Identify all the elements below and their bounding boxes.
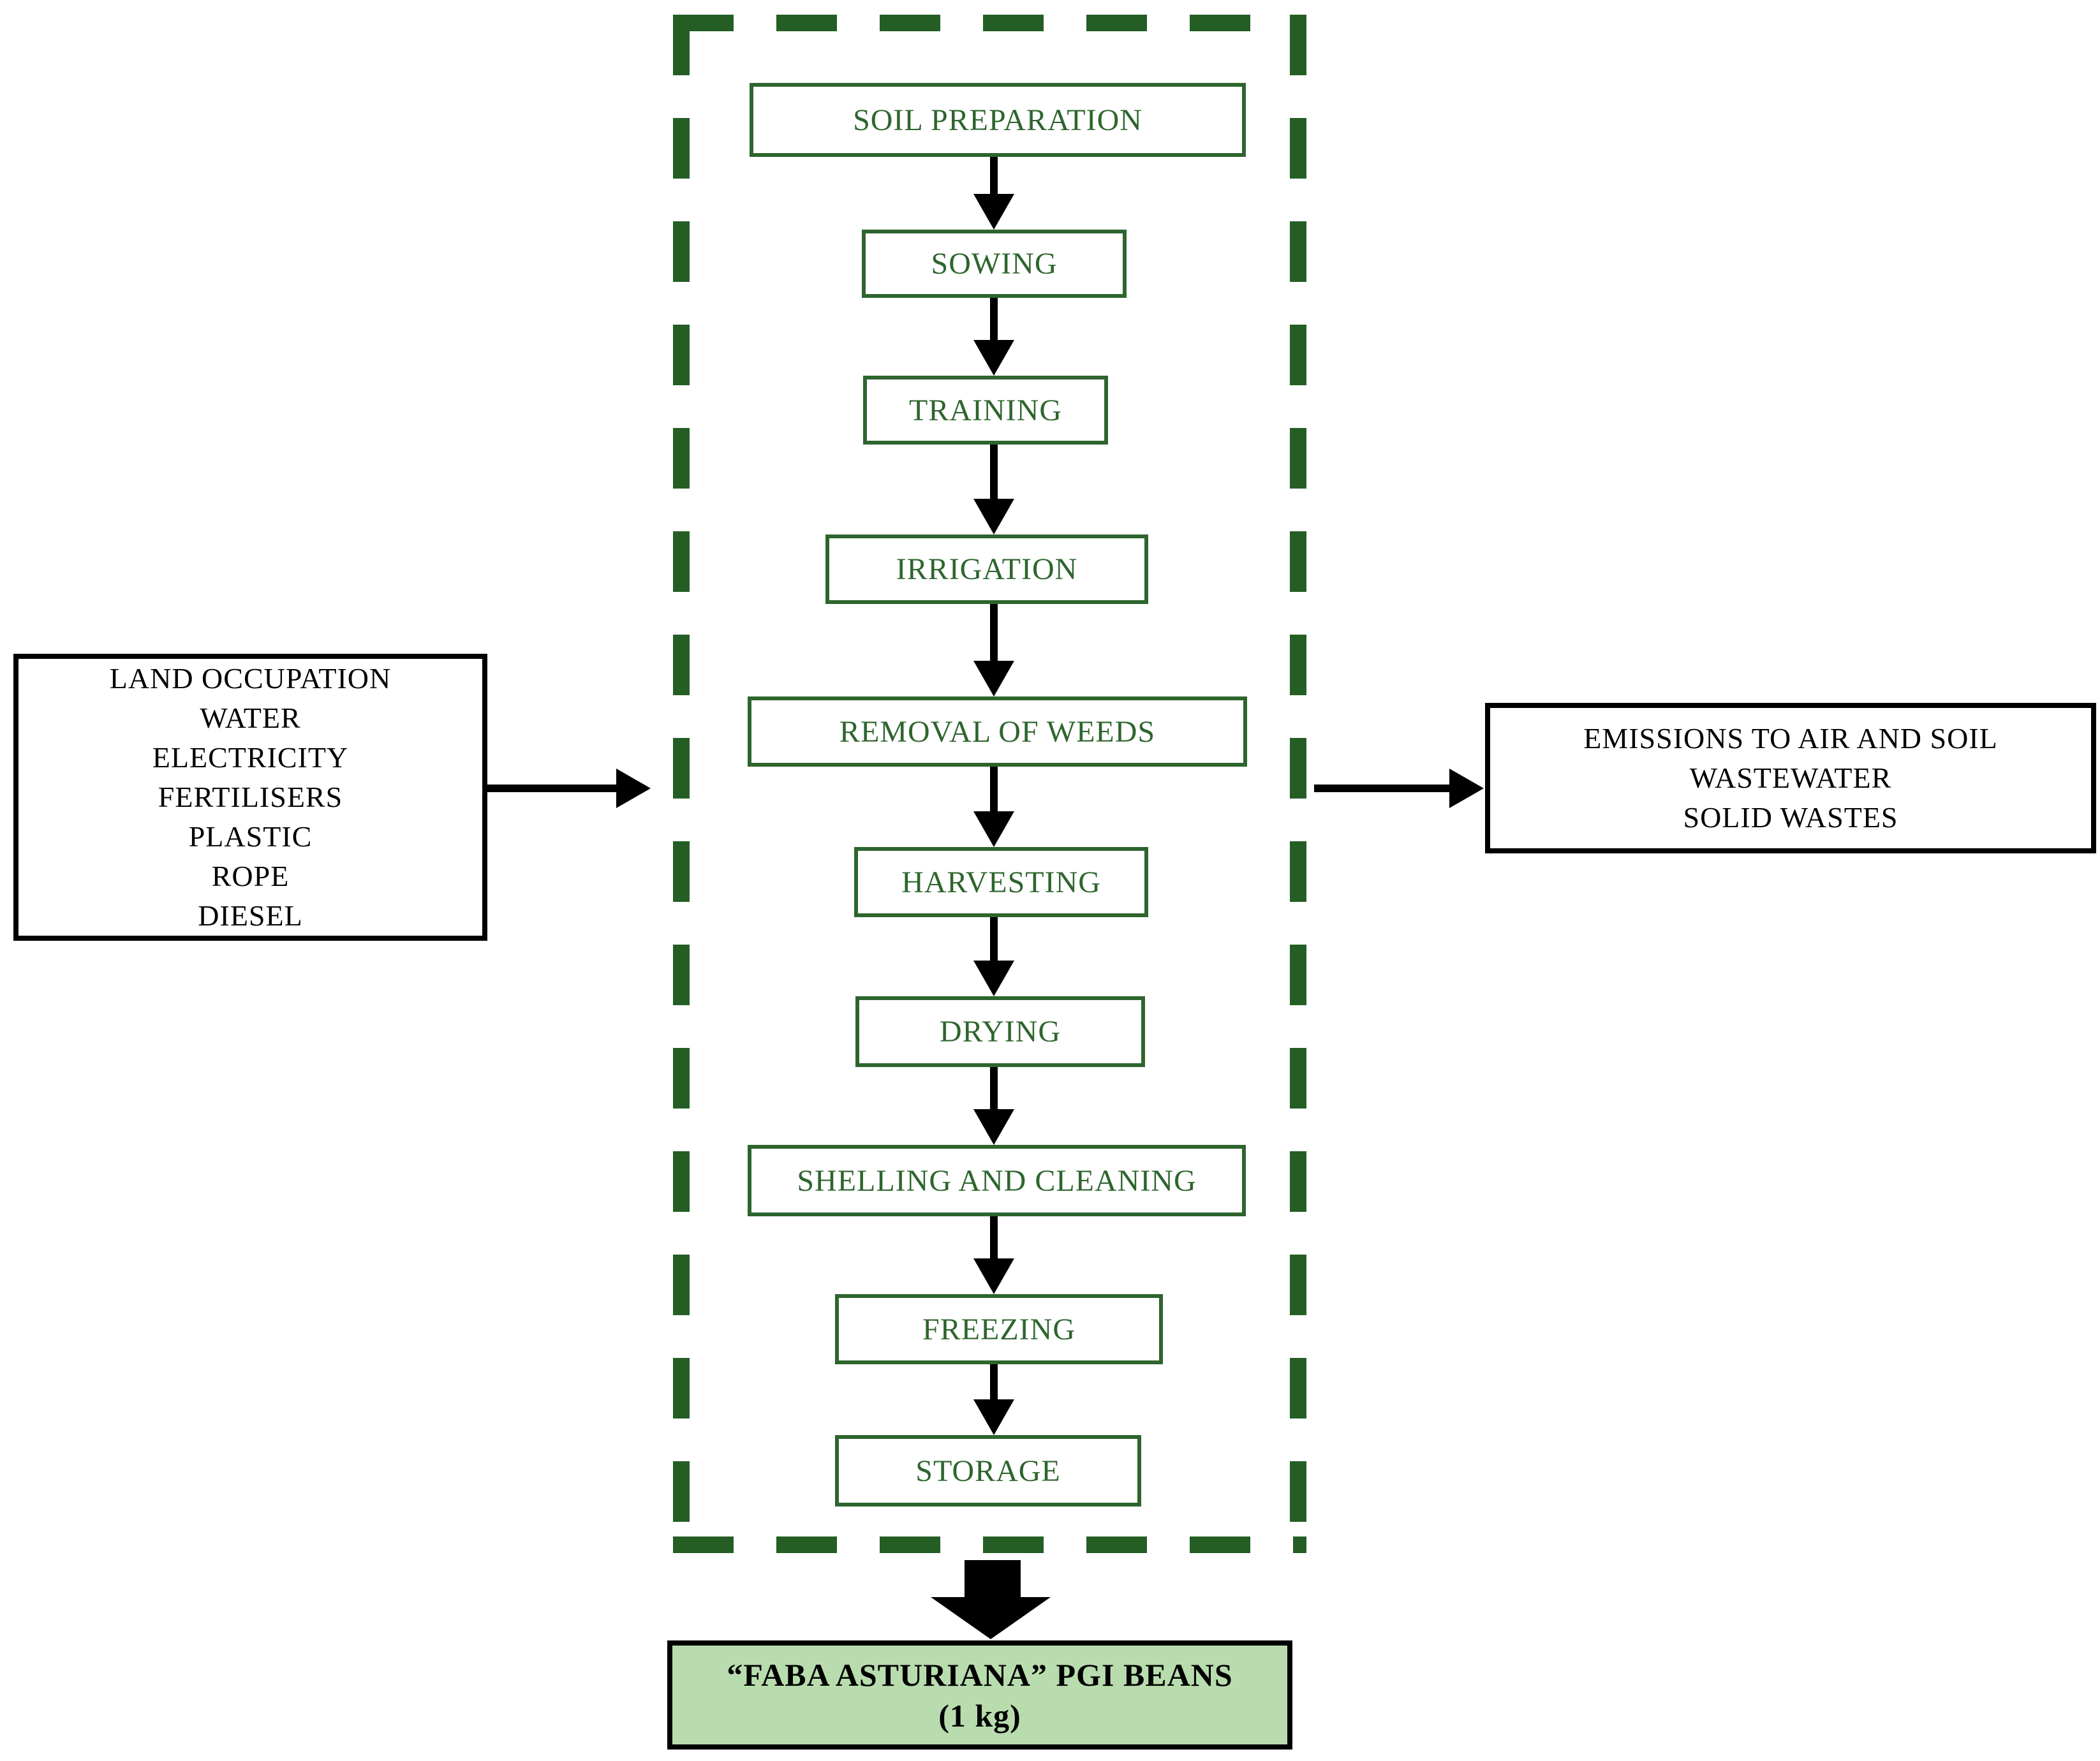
- arrow-line: [990, 157, 998, 194]
- inputs-box-line: ELECTRICITY: [152, 741, 349, 774]
- inputs-box-line: FERTILISERS: [158, 781, 343, 813]
- arrow-head: [973, 499, 1014, 534]
- flow-arrow-9: [973, 1364, 1014, 1435]
- process-box-drying: DRYING: [855, 996, 1145, 1067]
- process-box-label: FREEZING: [922, 1312, 1076, 1346]
- inputs-box-line: WATER: [200, 702, 301, 734]
- arrow-head: [616, 769, 651, 808]
- process-box-label: SHELLING AND CLEANING: [797, 1163, 1197, 1198]
- arrow-line: [1314, 785, 1449, 792]
- arrow-head: [973, 194, 1014, 230]
- process-box-harvesting: HARVESTING: [854, 847, 1148, 917]
- arrow-head: [973, 1258, 1014, 1294]
- process-box-training: TRAINING: [863, 376, 1108, 445]
- arrow-line: [990, 1067, 998, 1109]
- flow-arrow-6: [973, 917, 1014, 996]
- process-box-removal-of-weeds: REMOVAL OF WEEDS: [748, 696, 1247, 767]
- process-box-label: DRYING: [939, 1015, 1061, 1049]
- process-box-label: HARVESTING: [901, 865, 1101, 899]
- arrow-head: [973, 961, 1014, 996]
- arrow-line: [487, 785, 616, 792]
- process-box-irrigation: IRRIGATION: [825, 534, 1148, 604]
- process-box-shelling-and-cleaning: SHELLING AND CLEANING: [748, 1145, 1246, 1216]
- process-box-soil-preparation: SOIL PREPARATION: [750, 83, 1246, 157]
- process-box-label: IRRIGATION: [896, 552, 1078, 586]
- process-box-freezing: FREEZING: [835, 1294, 1163, 1364]
- product-box-title: “FABA ASTURIANA” PGI BEANS: [727, 1656, 1233, 1693]
- inputs-box-line: LAND OCCUPATION: [109, 662, 392, 695]
- arrow-line: [990, 767, 998, 811]
- arrow-head: [973, 661, 1014, 696]
- process-box-label: STORAGE: [915, 1454, 1061, 1488]
- process-box-sowing: SOWING: [862, 230, 1127, 298]
- arrow-head: [931, 1597, 1051, 1639]
- flow-arrow-4: [973, 604, 1014, 696]
- process-box-storage: STORAGE: [835, 1435, 1141, 1507]
- system-boundary-top-dash: [673, 15, 1306, 31]
- flow-arrow-8: [973, 1216, 1014, 1294]
- arrow-line: [990, 604, 998, 661]
- arrow-stem: [965, 1560, 1021, 1597]
- inputs-box-line: ROPE: [211, 860, 290, 892]
- arrow-head: [973, 340, 1014, 376]
- system-boundary-left-dash: [673, 15, 690, 1553]
- system-boundary-bottom-dash: [673, 1536, 1306, 1553]
- process-box-label: SOWING: [931, 247, 1058, 281]
- outputs-box-line: EMISSIONS TO AIR AND SOIL: [1583, 722, 1998, 755]
- system-boundary-right-dash: [1290, 15, 1306, 1553]
- inputs-box: LAND OCCUPATION WATER ELECTRICITY FERTIL…: [13, 654, 487, 941]
- flow-arrow-1: [973, 157, 1014, 230]
- arrow-line: [990, 1216, 998, 1258]
- flow-arrow-3: [973, 445, 1014, 534]
- flow-arrow-7: [973, 1067, 1014, 1145]
- arrow-line: [990, 298, 998, 340]
- product-box-quantity: (1 kg): [938, 1697, 1021, 1734]
- inputs-box-line: PLASTIC: [188, 820, 313, 853]
- arrow-line: [990, 445, 998, 499]
- arrow-head: [973, 1109, 1014, 1145]
- flow-arrow-5: [973, 767, 1014, 847]
- arrow-head: [973, 811, 1014, 847]
- arrow-head: [973, 1399, 1014, 1435]
- outputs-box-line: SOLID WASTES: [1683, 801, 1898, 834]
- product-box: “FABA ASTURIANA” PGI BEANS (1 kg): [667, 1640, 1292, 1750]
- arrow-line: [990, 1364, 998, 1399]
- inputs-box-line: DIESEL: [198, 899, 303, 932]
- process-box-label: TRAINING: [909, 393, 1062, 427]
- arrow-line: [990, 917, 998, 961]
- outputs-box: EMISSIONS TO AIR AND SOIL WASTEWATER SOL…: [1485, 703, 2096, 853]
- process-box-label: SOIL PREPARATION: [853, 103, 1142, 137]
- arrow-head: [1449, 769, 1484, 808]
- flow-arrow-2: [973, 298, 1014, 376]
- process-box-label: REMOVAL OF WEEDS: [839, 714, 1156, 749]
- outputs-box-line: WASTEWATER: [1689, 762, 1892, 794]
